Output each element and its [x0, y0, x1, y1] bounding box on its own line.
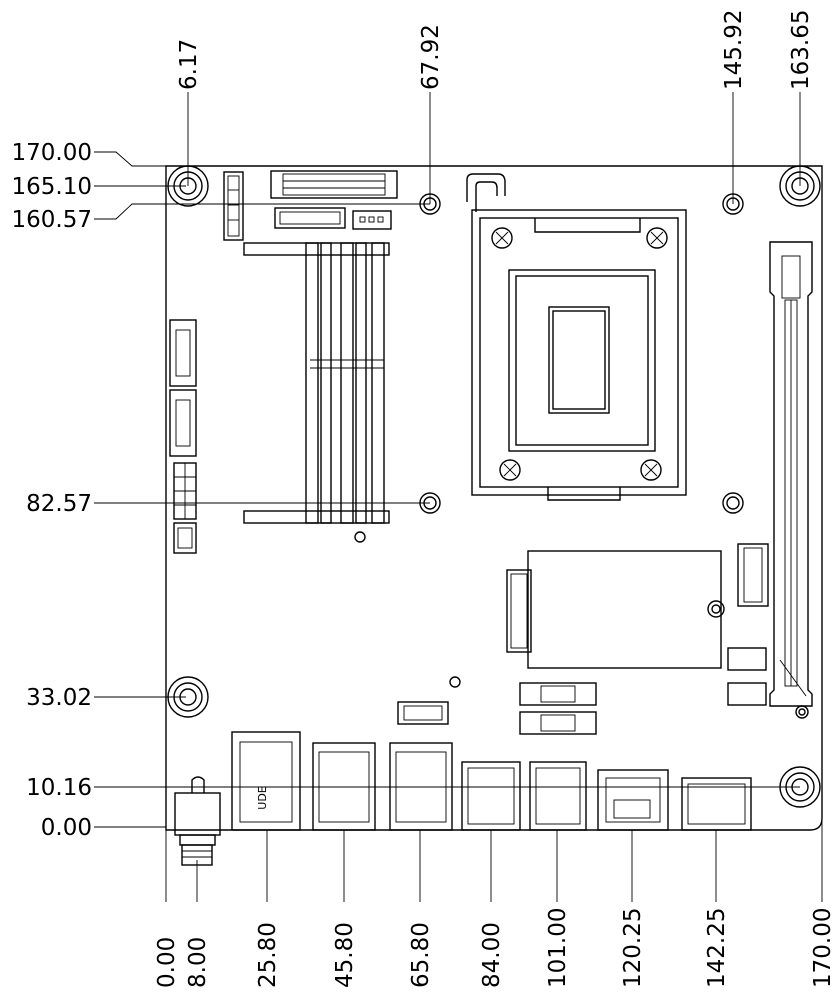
front-panel-connector — [270, 170, 398, 199]
dim-left-160-57: 160.57 — [12, 207, 92, 233]
dim-left-10-16: 10.16 — [26, 775, 92, 801]
mounting-hole-bottom-right — [779, 766, 821, 808]
dc-jack — [174, 776, 221, 866]
cpu-socket — [466, 173, 687, 501]
sodimm-slots — [243, 242, 390, 524]
fan-header-left — [173, 522, 197, 554]
dim-bottom-0-00: 0.00 — [154, 937, 180, 988]
dim-left-165-10: 165.10 — [12, 174, 92, 200]
usb-port-2 — [389, 742, 453, 831]
battery-header — [397, 701, 449, 725]
dim-left-82-57: 82.57 — [26, 491, 92, 517]
display-port-2 — [529, 761, 587, 831]
dim-top-163-65: 163.65 — [788, 10, 814, 90]
vertical-header-top-left — [223, 171, 244, 241]
dim-bottom-120-25: 120.25 — [620, 908, 646, 988]
mounting-hole-top-left — [167, 165, 209, 207]
port-marking-ude: UDE — [256, 786, 269, 810]
left-dimension-labels: 170.00 165.10 160.57 82.57 33.02 10.16 0… — [12, 140, 92, 841]
dim-bottom-45-80: 45.80 — [332, 922, 358, 988]
dim-bottom-25-80: 25.80 — [255, 922, 281, 988]
dim-bottom-101-00: 101.00 — [545, 908, 571, 988]
m2-slot — [506, 550, 722, 669]
dim-left-0-00: 0.00 — [41, 815, 92, 841]
usb-port-1 — [312, 742, 376, 831]
hdmi-port — [681, 777, 752, 831]
mounting-hole-mid-left — [167, 676, 209, 718]
bottom-dimension-labels: 0.00 8.00 25.80 45.80 65.80 84.00 101.00… — [154, 908, 836, 988]
lan-port: UDE — [231, 731, 301, 831]
small-header-3pin — [352, 210, 392, 230]
dim-bottom-170-00: 170.00 — [810, 908, 836, 988]
top-dimension-labels: 6.17 67.92 145.92 163.65 — [176, 10, 814, 90]
usb-c-port — [597, 769, 669, 831]
dim-top-67-92: 67.92 — [418, 24, 444, 90]
dim-left-170-00: 170.00 — [12, 140, 92, 166]
dim-bottom-84-00: 84.00 — [479, 922, 505, 988]
sata-connector-1 — [169, 319, 197, 387]
standoff-holes — [354, 193, 809, 719]
pin-headers-center — [519, 682, 597, 735]
fpc-header — [274, 207, 346, 229]
dim-top-145-92: 145.92 — [721, 10, 747, 90]
pin-header-left — [173, 462, 197, 520]
bottom-dimension-leaders — [165, 818, 823, 902]
top-dimension-leaders — [187, 92, 801, 204]
dim-bottom-65-80: 65.80 — [408, 922, 434, 988]
pcie-x16-slot — [769, 241, 813, 707]
dim-left-33-02: 33.02 — [26, 685, 92, 711]
dim-bottom-142-25: 142.25 — [704, 908, 730, 988]
mounting-hole-top-right — [779, 165, 821, 207]
dim-bottom-8-00: 8.00 — [185, 937, 211, 988]
sata-connector-2 — [169, 389, 197, 457]
dim-top-6-17: 6.17 — [176, 39, 202, 90]
display-port-1 — [461, 761, 521, 831]
pin-headers-right — [727, 647, 767, 706]
vertical-ffc-connector — [737, 543, 769, 607]
left-dimension-leaders — [94, 151, 800, 828]
